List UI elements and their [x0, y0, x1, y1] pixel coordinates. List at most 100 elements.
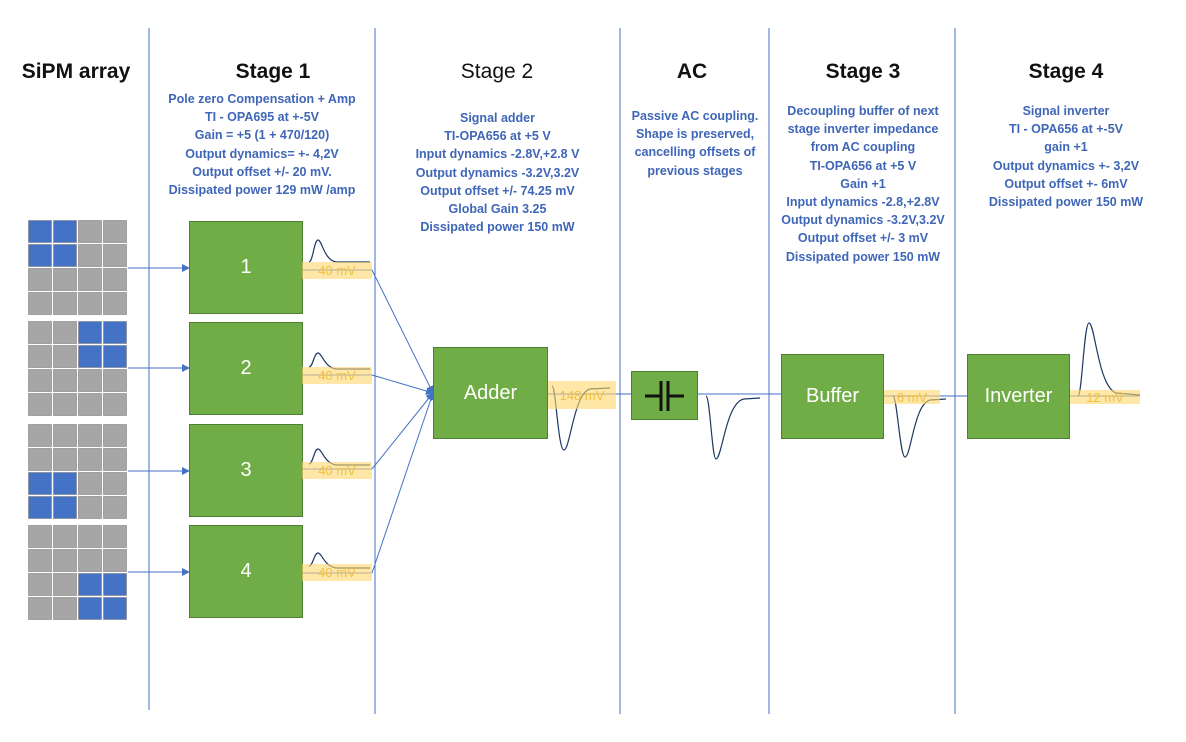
sipm-array-3: [28, 424, 127, 519]
spec-line: cancelling offsets of: [634, 145, 756, 160]
sipm-pixel: [53, 472, 77, 495]
sipm-pixel: [103, 292, 127, 315]
spec-line: Output dynamics= +- 4,2V: [185, 146, 339, 161]
spec-line: Passive AC coupling.: [631, 109, 759, 123]
wire: [371, 392, 434, 470]
wire: [371, 269, 434, 394]
sipm-pixel: [103, 220, 127, 243]
sipm-pixel: [103, 268, 127, 291]
sipm-pixel: [53, 268, 77, 291]
spec-line: TI-OPA656 at +5 V: [809, 158, 917, 173]
wire: [371, 392, 435, 574]
sipm-pixel: [28, 424, 52, 447]
sipm-pixel: [78, 472, 102, 495]
sipm-pixel: [78, 292, 102, 315]
sipm-pixel: [53, 424, 77, 447]
spec-line: Signal adder: [459, 111, 536, 125]
sipm-pixel: [103, 496, 127, 519]
sipm-pixel: [78, 369, 102, 392]
sipm-pixel: [53, 292, 77, 315]
sipm-to-amp-wires: [128, 264, 190, 576]
wire: [371, 374, 434, 395]
sipm-pixel: [103, 597, 127, 620]
section-title-stage3: Stage 3: [825, 60, 901, 83]
ac-specs: Passive AC coupling. Shape is preserved,…: [624, 107, 766, 180]
spec-line: stage inverter impedance: [787, 122, 939, 137]
sipm-pixel: [103, 321, 127, 344]
spec-line: Dissipated power 129 mW /amp: [168, 183, 356, 198]
sipm-pixel: [28, 244, 52, 267]
spec-line: Input dynamics -2.8V,+2.8 V: [415, 147, 580, 162]
stage3-specs: Decoupling buffer of next stage inverter…: [772, 102, 954, 266]
sipm-pixel: [78, 393, 102, 416]
negative-pulse-waveform: [705, 395, 761, 460]
spec-line: Output offset +/- 20 mV.: [192, 164, 332, 179]
spec-line: Gain = +5 (1 + 470/120): [194, 128, 330, 143]
signal-level-label-inverter: 12 mV: [1070, 390, 1140, 405]
signal-level-label-1: 40 mV: [302, 262, 372, 279]
sipm-pixel: [28, 369, 52, 392]
spec-line: from AC coupling: [810, 140, 916, 155]
spec-line: Output dynamics -3.2V,3.2V: [415, 165, 580, 180]
signal-level-label-3: 40 mV: [302, 462, 372, 479]
spec-line: Output offset +/- 3 mV: [797, 231, 929, 246]
sipm-array-1: [28, 220, 127, 315]
section-title-stage1: Stage 1: [235, 60, 311, 83]
stage2-specs: Signal adder TI-OPA656 at +5 V Input dyn…: [385, 109, 610, 236]
sipm-pixel: [78, 345, 102, 368]
positive-pulse-waveform: [308, 352, 370, 370]
spec-line: Dissipated power 150 mW: [420, 220, 575, 235]
section-dividers: [148, 28, 956, 714]
sipm-pixel: [53, 448, 77, 471]
spec-line: TI - OPA695 at +-5V: [204, 110, 320, 125]
sipm-pixel: [28, 597, 52, 620]
positive-pulse-waveform: [308, 239, 370, 263]
sipm-pixel: [103, 448, 127, 471]
negative-pulse-waveform: [892, 395, 947, 458]
spec-line: Output dynamics +- 3,2V: [992, 158, 1140, 173]
sipm-pixel: [78, 573, 102, 596]
amplifier-block-3: 3: [189, 424, 303, 517]
sipm-pixel: [103, 369, 127, 392]
inverter-block: Inverter: [967, 354, 1070, 439]
sipm-pixel: [28, 448, 52, 471]
sipm-pixel: [78, 244, 102, 267]
stage4-specs: Signal inverter TI - OPA656 at +-5V gain…: [962, 102, 1170, 211]
sipm-pixel: [53, 573, 77, 596]
sipm-pixel: [53, 393, 77, 416]
sipm-pixel: [53, 345, 77, 368]
spec-line: Dissipated power 150 mW: [785, 249, 941, 264]
sipm-pixel: [53, 549, 77, 572]
spec-line: Output offset +- 6mV: [1004, 176, 1128, 191]
section-title-ac: AC: [676, 60, 708, 83]
spec-line: gain +1: [1044, 140, 1088, 155]
amplifier-block-1: 1: [189, 221, 303, 314]
spec-line: TI-OPA656 at +5 V: [444, 129, 551, 144]
sipm-pixel: [28, 292, 52, 315]
amplifier-block-2: 2: [189, 322, 303, 415]
sipm-pixel: [103, 573, 127, 596]
sipm-pixel: [78, 424, 102, 447]
sipm-pixel: [53, 525, 77, 548]
sipm-pixel: [78, 448, 102, 471]
sipm-pixel: [28, 549, 52, 572]
amp-to-adder-wires: [302, 269, 435, 574]
sipm-pixel: [78, 496, 102, 519]
sipm-pixel: [103, 393, 127, 416]
sipm-pixel: [28, 496, 52, 519]
sipm-pixel: [28, 525, 52, 548]
sipm-pixel: [78, 220, 102, 243]
sipm-pixel: [103, 525, 127, 548]
signal-level-label-4: 40 mV: [302, 564, 372, 581]
spec-line: previous stages: [647, 163, 743, 178]
sipm-pixel: [53, 597, 77, 620]
sipm-pixel: [53, 321, 77, 344]
sipm-pixel: [28, 393, 52, 416]
capacitor-icon: [645, 381, 684, 411]
ac-coupling-block: [631, 371, 698, 420]
section-title-sipm: SiPM array: [21, 60, 131, 83]
sipm-pixel: [78, 268, 102, 291]
signal-level-label-adder: 148 mV: [548, 381, 616, 409]
section-title-stage4: Stage 4: [1028, 60, 1104, 83]
